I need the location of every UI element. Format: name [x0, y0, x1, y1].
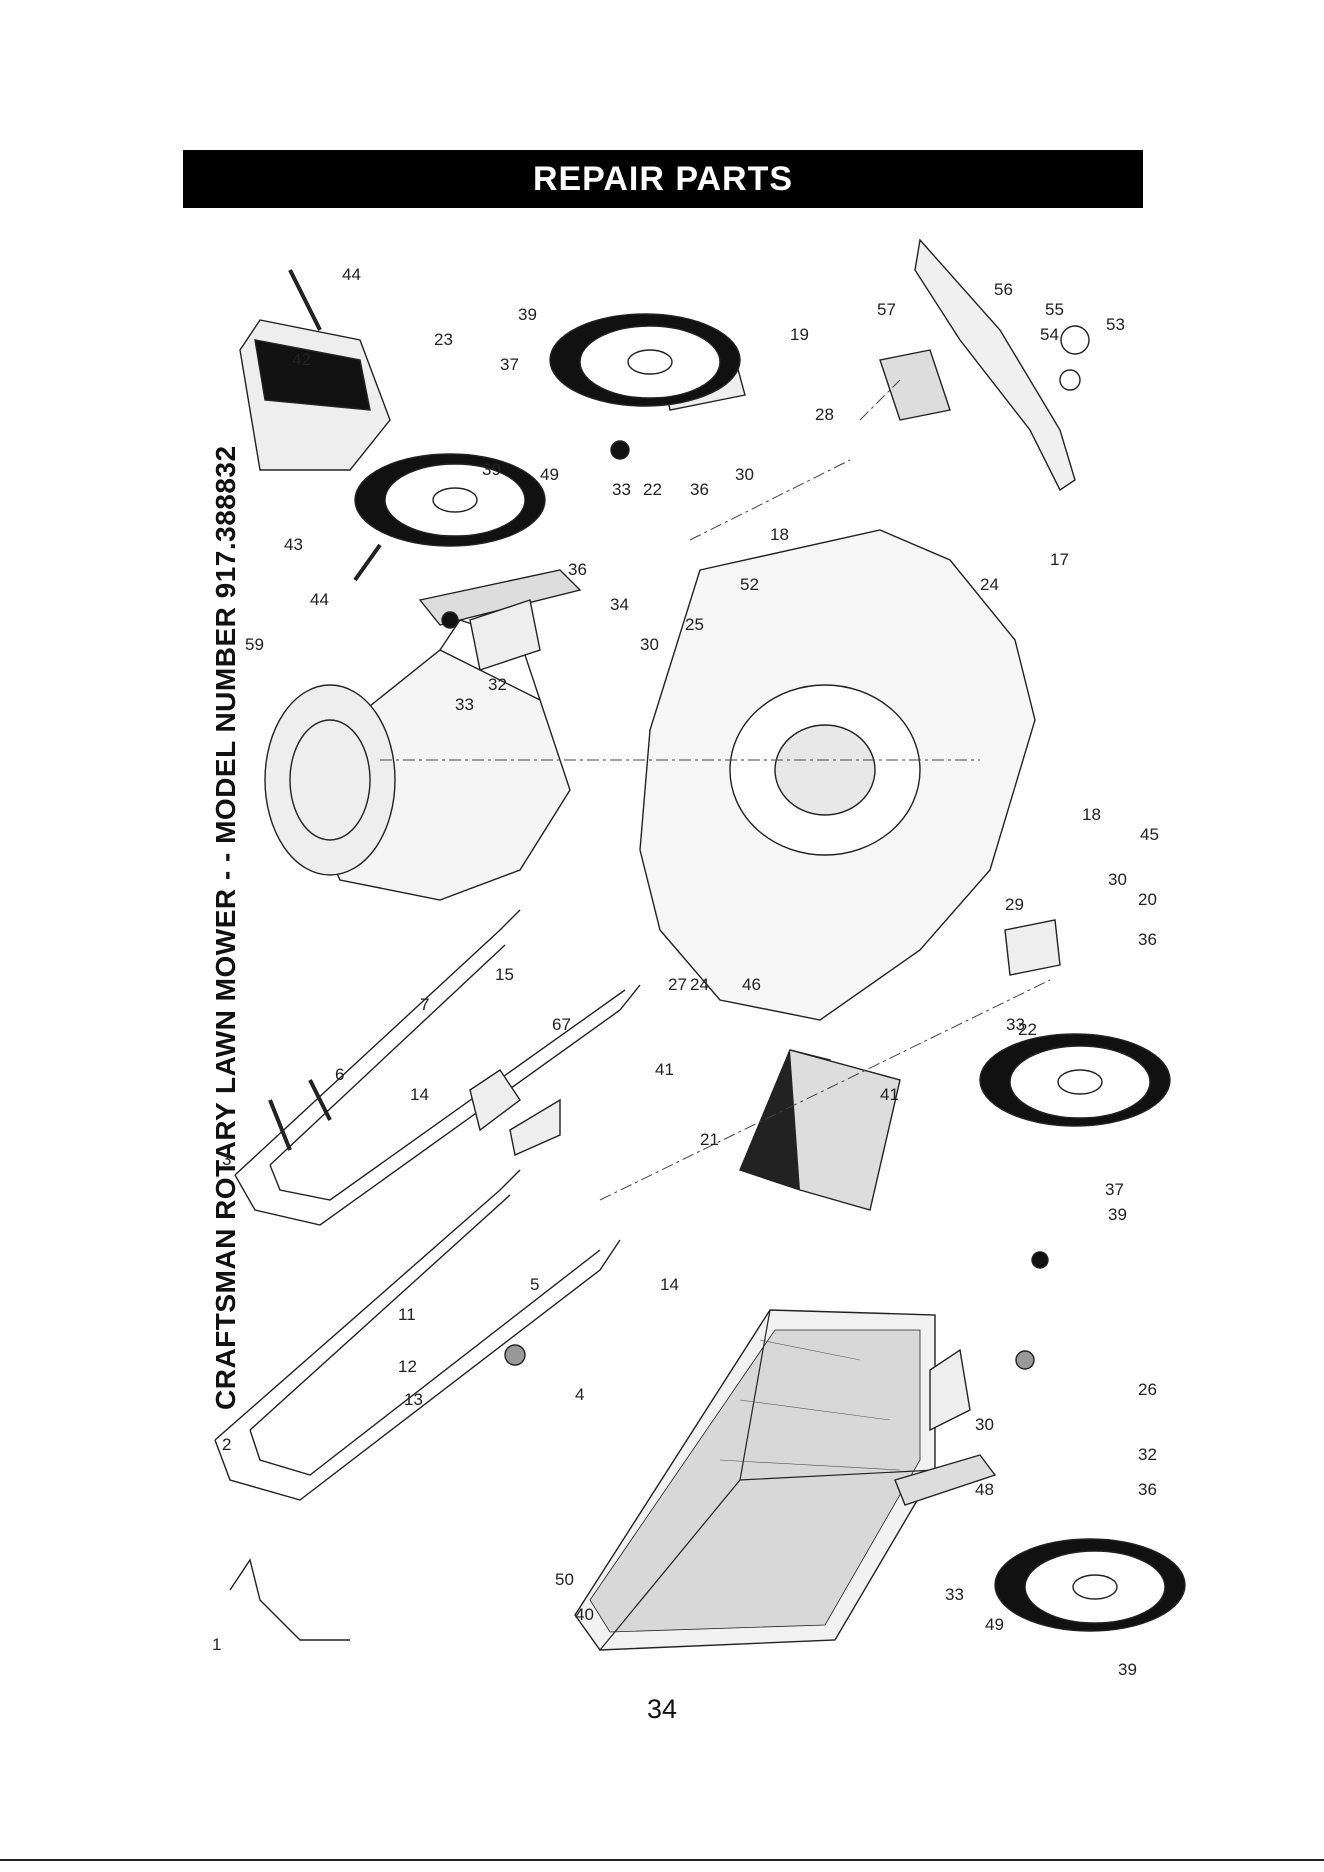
- callout: 15: [495, 965, 514, 984]
- callout: 27: [668, 975, 687, 994]
- callout: 49: [540, 465, 559, 484]
- callout: 54: [1040, 325, 1059, 344]
- callout: 33: [945, 1585, 964, 1604]
- callout: 56: [994, 280, 1013, 299]
- callout: 24: [690, 975, 709, 994]
- callout: 33: [612, 480, 631, 499]
- callout: 36: [1138, 930, 1157, 949]
- callout: 5: [530, 1275, 539, 1294]
- callout: 7: [420, 995, 429, 1014]
- callout: 39: [482, 460, 501, 479]
- callout: 43: [284, 535, 303, 554]
- callout: 6: [335, 1065, 344, 1084]
- callout: 36: [568, 560, 587, 579]
- callout: 39: [1118, 1660, 1137, 1679]
- wheel: [980, 1034, 1170, 1126]
- callout: 53: [1106, 315, 1125, 334]
- callout: 55: [1045, 300, 1064, 319]
- callout: 67: [552, 1015, 571, 1034]
- callout: 22: [643, 480, 662, 499]
- callout: 4: [575, 1385, 584, 1404]
- callout: 19: [790, 325, 809, 344]
- callout: 23: [434, 330, 453, 349]
- callout: 26: [1138, 1380, 1157, 1399]
- page-number: 34: [0, 1694, 1324, 1725]
- callout: 48: [975, 1480, 994, 1499]
- callout: 59: [245, 635, 264, 654]
- callout: 24: [980, 575, 999, 594]
- callout: 37: [500, 355, 519, 374]
- callout: 28: [815, 405, 834, 424]
- callout: 14: [660, 1275, 679, 1294]
- callout: 40: [575, 1605, 594, 1624]
- callout: 30: [975, 1415, 994, 1434]
- callout: 36: [1138, 1480, 1157, 1499]
- callout: 18: [770, 525, 789, 544]
- mower-deck: [640, 530, 1035, 1020]
- callout: 30: [735, 465, 754, 484]
- callout: 21: [700, 1130, 719, 1149]
- mulching-plug: [740, 1050, 900, 1210]
- callout: 52: [740, 575, 759, 594]
- exploded-parts-diagram: 44 42 23 43 44 39 37 39 49 19 57 56 55 5…: [0, 0, 1324, 1700]
- callout: 30: [1108, 870, 1127, 889]
- callout: 44: [342, 265, 361, 284]
- callout: 57: [877, 300, 896, 319]
- wheel: [995, 1539, 1185, 1631]
- callout: 41: [655, 1060, 674, 1079]
- callout: 30: [640, 635, 659, 654]
- callout: 13: [404, 1390, 423, 1409]
- callout: 18: [1082, 805, 1101, 824]
- rear-door: [240, 320, 390, 470]
- callout: 17: [1050, 550, 1069, 569]
- wheel: [550, 314, 740, 406]
- callout: 39: [1108, 1205, 1127, 1224]
- callout: 33: [1006, 1015, 1025, 1034]
- callout: 50: [555, 1570, 574, 1589]
- callout: 33: [455, 695, 474, 714]
- callout: 25: [685, 615, 704, 634]
- callout: 46: [742, 975, 761, 994]
- callout: 20: [1138, 890, 1157, 909]
- callout: 14: [410, 1085, 429, 1104]
- callout: 1: [212, 1635, 221, 1654]
- callout: 39: [518, 305, 537, 324]
- lower-handle: [215, 1170, 620, 1500]
- callout: 49: [985, 1615, 1004, 1634]
- callout: 29: [1005, 895, 1024, 914]
- callout: 37: [1105, 1180, 1124, 1199]
- grass-catcher-bag: [575, 1310, 935, 1650]
- wheel: [355, 454, 545, 546]
- upper-handle: [235, 910, 640, 1225]
- callout: 12: [398, 1357, 417, 1376]
- callout: 2: [222, 1435, 231, 1454]
- callout: 42: [292, 350, 311, 369]
- blade: [880, 240, 1089, 490]
- callout: 45: [1140, 825, 1159, 844]
- bottom-rule: [0, 1859, 1324, 1861]
- callout: 36: [690, 480, 709, 499]
- callout: 32: [488, 675, 507, 694]
- callout: 32: [1138, 1445, 1157, 1464]
- callout: 3: [222, 1150, 231, 1169]
- callout: 34: [610, 595, 629, 614]
- callout: 11: [398, 1305, 416, 1324]
- callout: 44: [310, 590, 329, 609]
- callout: 41: [880, 1085, 899, 1104]
